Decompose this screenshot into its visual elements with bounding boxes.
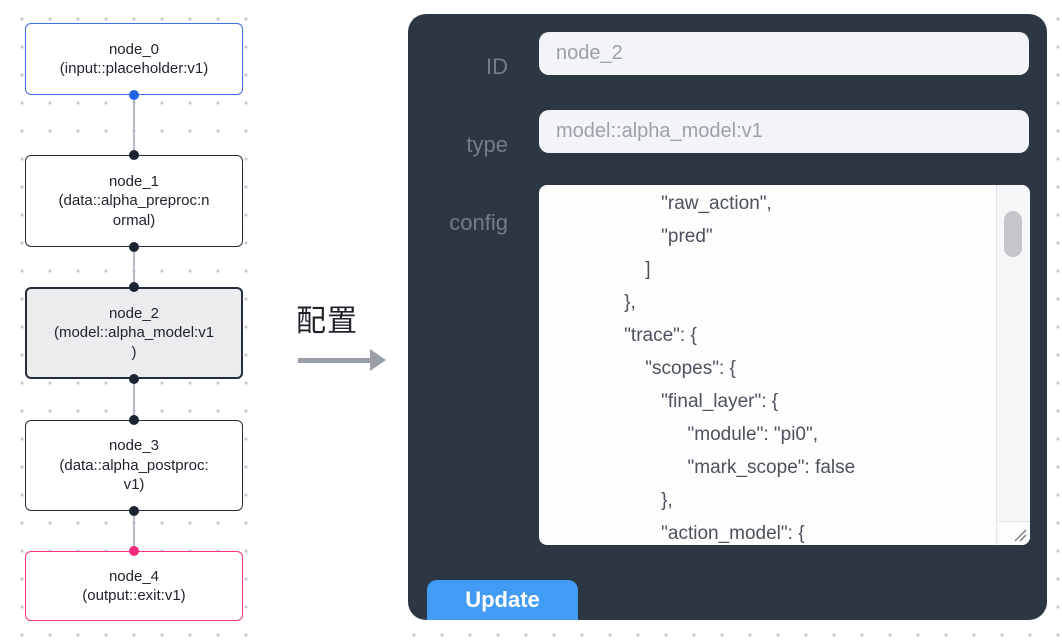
scrollbar-thumb[interactable] xyxy=(1004,211,1022,257)
type-input[interactable] xyxy=(539,110,1029,153)
node-label: (data::alpha_postproc: xyxy=(59,456,209,474)
config-textarea[interactable]: "raw_action", "pred" ] }, "trace": { "sc… xyxy=(539,185,1030,545)
node-label: v1) xyxy=(123,476,145,494)
handle-node2-target[interactable] xyxy=(129,282,139,292)
edge-node0-node1 xyxy=(133,95,135,155)
node-model-selected[interactable]: node_2 (model::alpha_model:v1 ) xyxy=(25,287,243,379)
right-arrow-icon xyxy=(296,349,396,371)
flow-canvas: node_0 (input::placeholder:v1) node_1 (d… xyxy=(0,0,262,643)
handle-node2-source[interactable] xyxy=(129,374,139,384)
node-label: node_1 xyxy=(108,172,160,190)
node-label: (model::alpha_model:v1 xyxy=(53,324,215,342)
node-label: ormal) xyxy=(112,211,156,229)
handle-node3-target[interactable] xyxy=(129,415,139,425)
id-input[interactable] xyxy=(539,32,1029,75)
handle-node0-source[interactable] xyxy=(129,90,139,100)
handle-node1-source[interactable] xyxy=(129,242,139,252)
edge-node3-node4 xyxy=(133,511,135,551)
node-label: node_2 xyxy=(108,304,160,322)
configure-label: 配置 xyxy=(296,305,358,338)
node-label: node_4 xyxy=(108,567,160,585)
handle-node3-source[interactable] xyxy=(129,506,139,516)
node-label: (output::exit:v1) xyxy=(82,587,186,604)
node-preproc[interactable]: node_1 (data::alpha_preproc:n ormal) xyxy=(25,155,243,247)
configure-annotation: 配置 xyxy=(296,296,396,371)
node-label: node_0 xyxy=(108,40,160,58)
node-output[interactable]: node_4 (output::exit:v1) xyxy=(25,551,243,621)
update-button[interactable]: Update xyxy=(427,580,578,620)
edge-node2-node3 xyxy=(133,379,135,420)
config-json-content: "raw_action", "pred" ] }, "trace": { "sc… xyxy=(624,193,856,544)
canvas-gap xyxy=(262,0,398,643)
node-label: (input::placeholder:v1) xyxy=(59,60,209,77)
node-label: ) xyxy=(131,343,137,361)
config-resize-corner[interactable] xyxy=(996,521,1030,545)
node-input[interactable]: node_0 (input::placeholder:v1) xyxy=(25,23,243,95)
node-label: node_3 xyxy=(108,437,160,455)
resize-handle-icon xyxy=(1014,529,1027,542)
handle-node1-target[interactable] xyxy=(129,150,139,160)
config-panel: ID type config "raw_action", "pred" ] },… xyxy=(408,14,1047,620)
node-label: (data::alpha_preproc:n xyxy=(58,192,210,210)
config-field-label: config xyxy=(449,210,508,235)
edge-node1-node2 xyxy=(133,247,135,287)
id-field-label: ID xyxy=(486,54,508,79)
handle-node4-target[interactable] xyxy=(129,546,139,556)
type-field-label: type xyxy=(466,132,508,157)
config-scrollbar[interactable] xyxy=(996,185,1030,521)
node-postproc[interactable]: node_3 (data::alpha_postproc: v1) xyxy=(25,420,243,511)
